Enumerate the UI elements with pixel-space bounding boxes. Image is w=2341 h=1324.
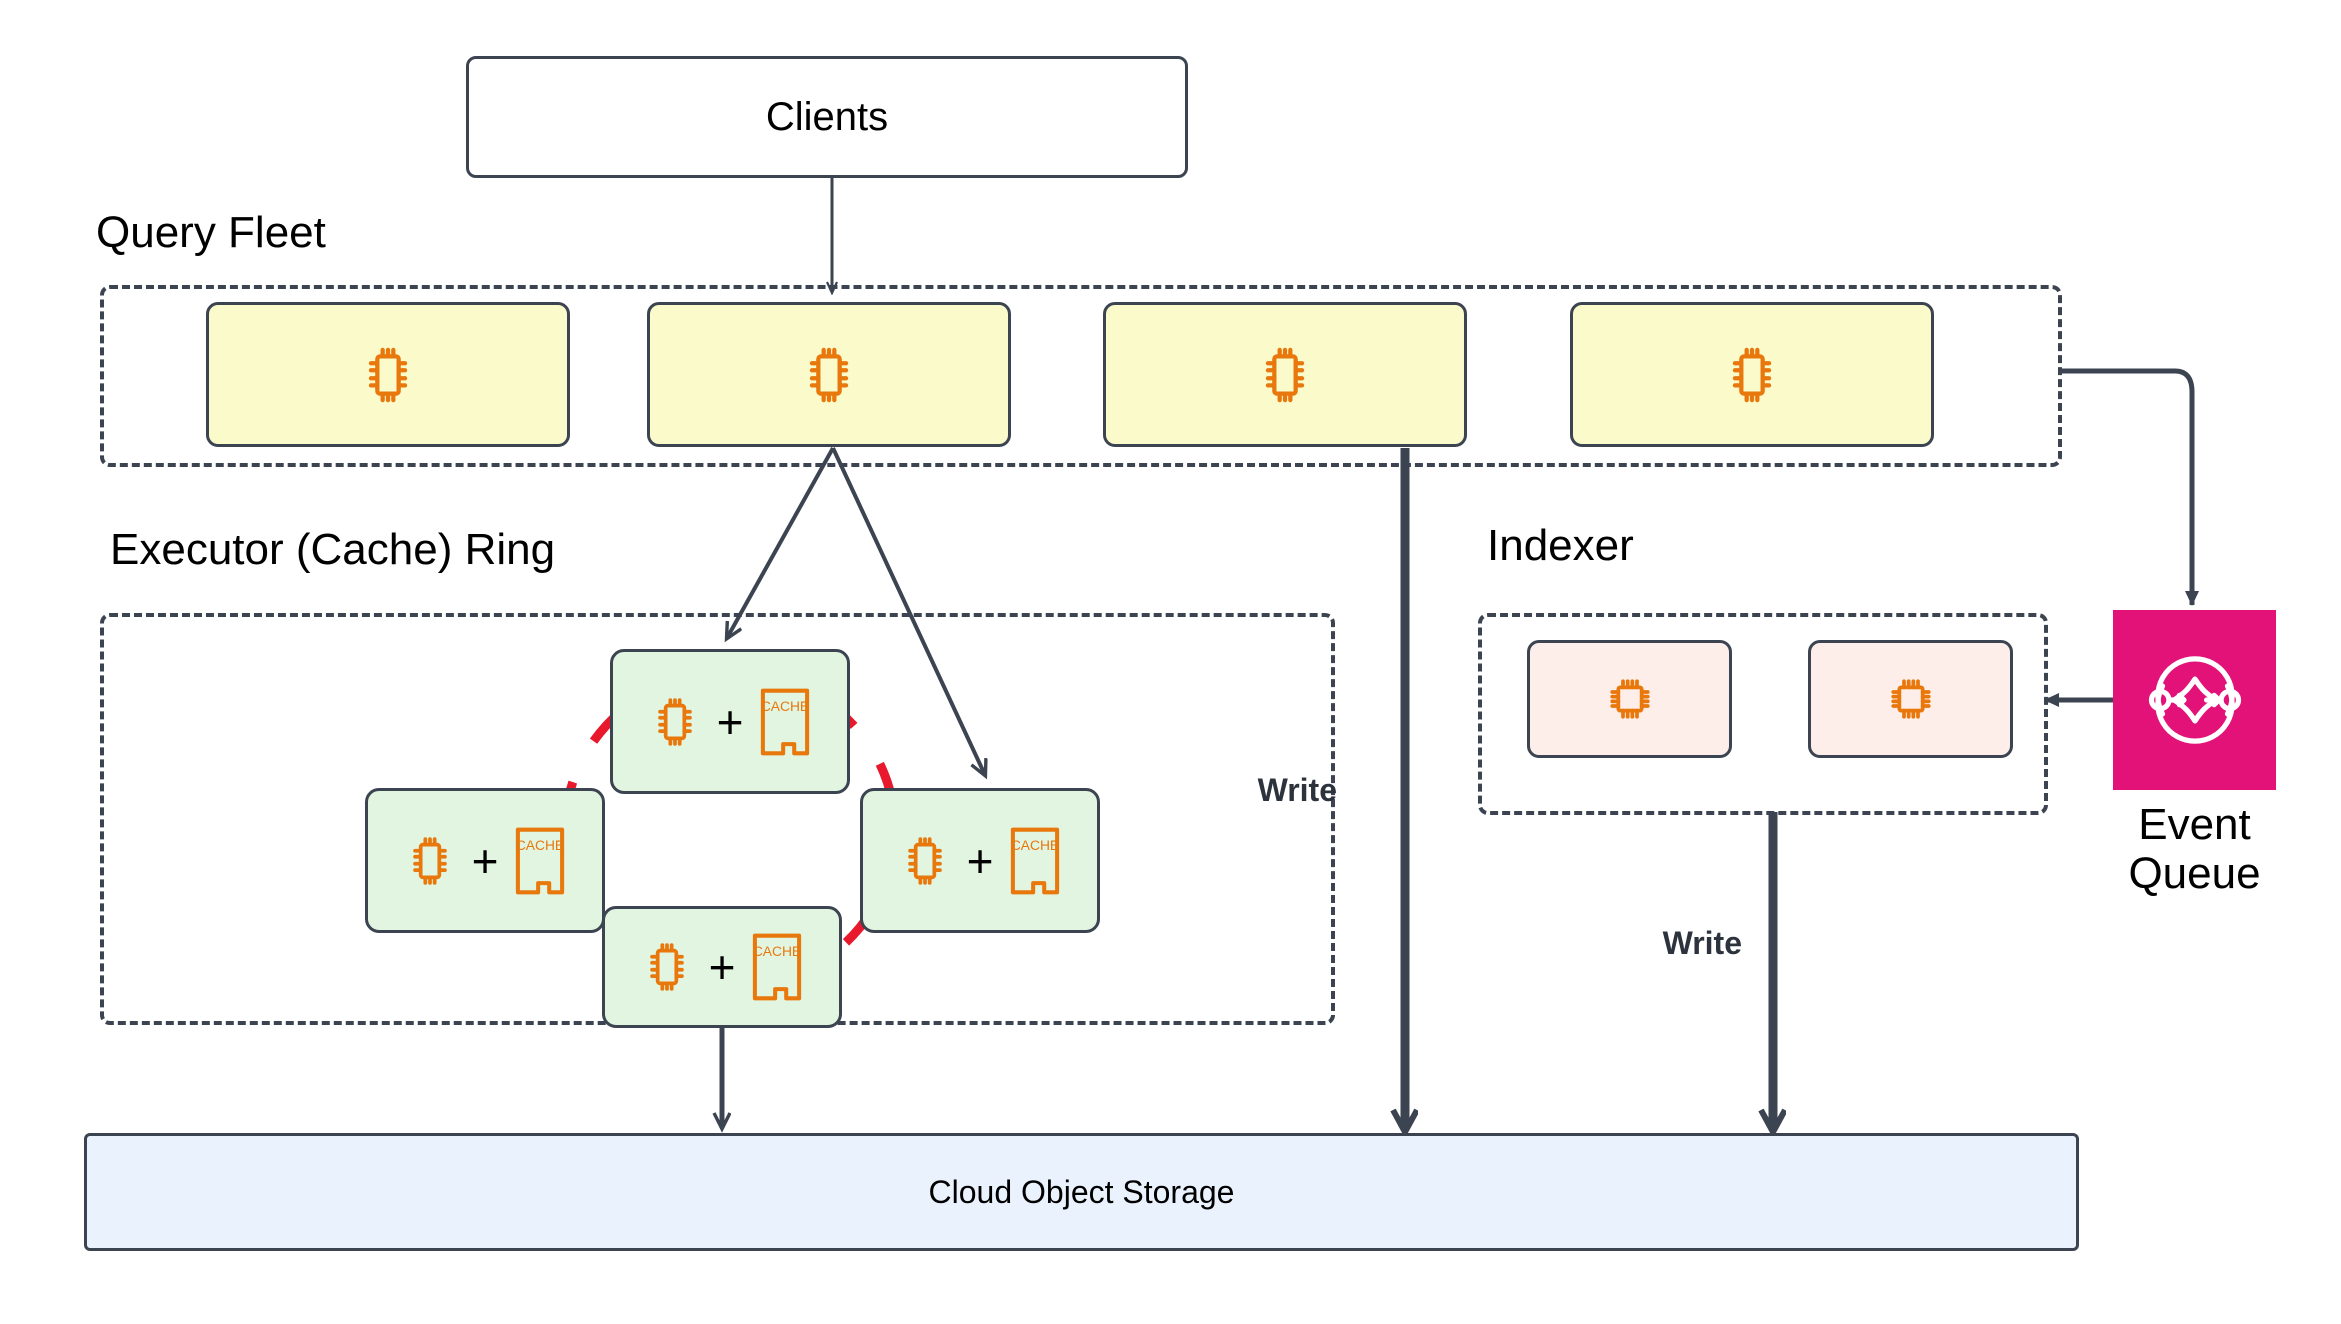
clients-box[interactable]: Clients (466, 56, 1188, 178)
query-fleet-node-4[interactable] (1570, 302, 1934, 447)
query-fleet-node-2[interactable] (647, 302, 1011, 447)
cache-icon: CACHE (1011, 827, 1060, 894)
cpu-icon (657, 697, 692, 746)
cache-icon-text: CACHE (1011, 836, 1059, 852)
plus-sign: + (708, 941, 736, 993)
cpu-icon (1609, 679, 1650, 719)
plus-sign: + (716, 695, 744, 748)
write-label-indexer: Write (1662, 925, 1742, 961)
cloud-object-storage-label: Cloud Object Storage (928, 1173, 1235, 1210)
cpu-icon (809, 347, 849, 402)
event-queue-caption: Event Queue (2128, 800, 2261, 899)
cloud-object-storage-box[interactable]: Cloud Object Storage (84, 1133, 2079, 1251)
executor-node-left[interactable]: + CACHE (365, 788, 605, 933)
query-fleet-group (100, 285, 2062, 467)
executor-node-top[interactable]: + CACHE (610, 649, 850, 794)
cpu-icon (1890, 679, 1931, 719)
indexer-node-1[interactable] (1527, 640, 1732, 758)
cache-icon: CACHE (516, 827, 565, 894)
cpu-icon (649, 943, 684, 991)
indexer-node-2[interactable] (1808, 640, 2013, 758)
cpu-icon (907, 836, 942, 885)
cpu-icon (368, 347, 408, 402)
indexer-caption: Indexer (1487, 521, 1634, 570)
edge-query-fleet-to-executor-top (727, 447, 835, 638)
write-label-query-fleet: Write (1257, 772, 1337, 808)
edge-query-fleet-to-event-queue (2062, 368, 2199, 606)
query-fleet-caption: Query Fleet (96, 208, 326, 257)
cache-icon: CACHE (753, 933, 802, 1001)
plus-sign: + (471, 834, 499, 887)
executor-node-bottom[interactable]: + CACHE (602, 906, 842, 1028)
cpu-icon (412, 836, 447, 885)
cache-icon-text: CACHE (761, 697, 809, 713)
cache-icon: CACHE (761, 688, 810, 755)
event-queue-tile[interactable] (2113, 610, 2276, 790)
executor-node-right[interactable]: + CACHE (860, 788, 1100, 933)
cache-icon-text: CACHE (516, 836, 564, 852)
plus-sign: + (966, 834, 994, 887)
cache-icon-text: CACHE (753, 943, 801, 959)
executor-ring-caption: Executor (Cache) Ring (110, 525, 556, 574)
clients-label: Clients (765, 95, 889, 139)
query-fleet-node-3[interactable] (1103, 302, 1467, 447)
indexer-group (1478, 613, 2048, 815)
event-queue-icon (2148, 656, 2241, 744)
cpu-icon (1265, 347, 1305, 402)
query-fleet-node-1[interactable] (206, 302, 570, 447)
cpu-icon (1732, 347, 1772, 402)
